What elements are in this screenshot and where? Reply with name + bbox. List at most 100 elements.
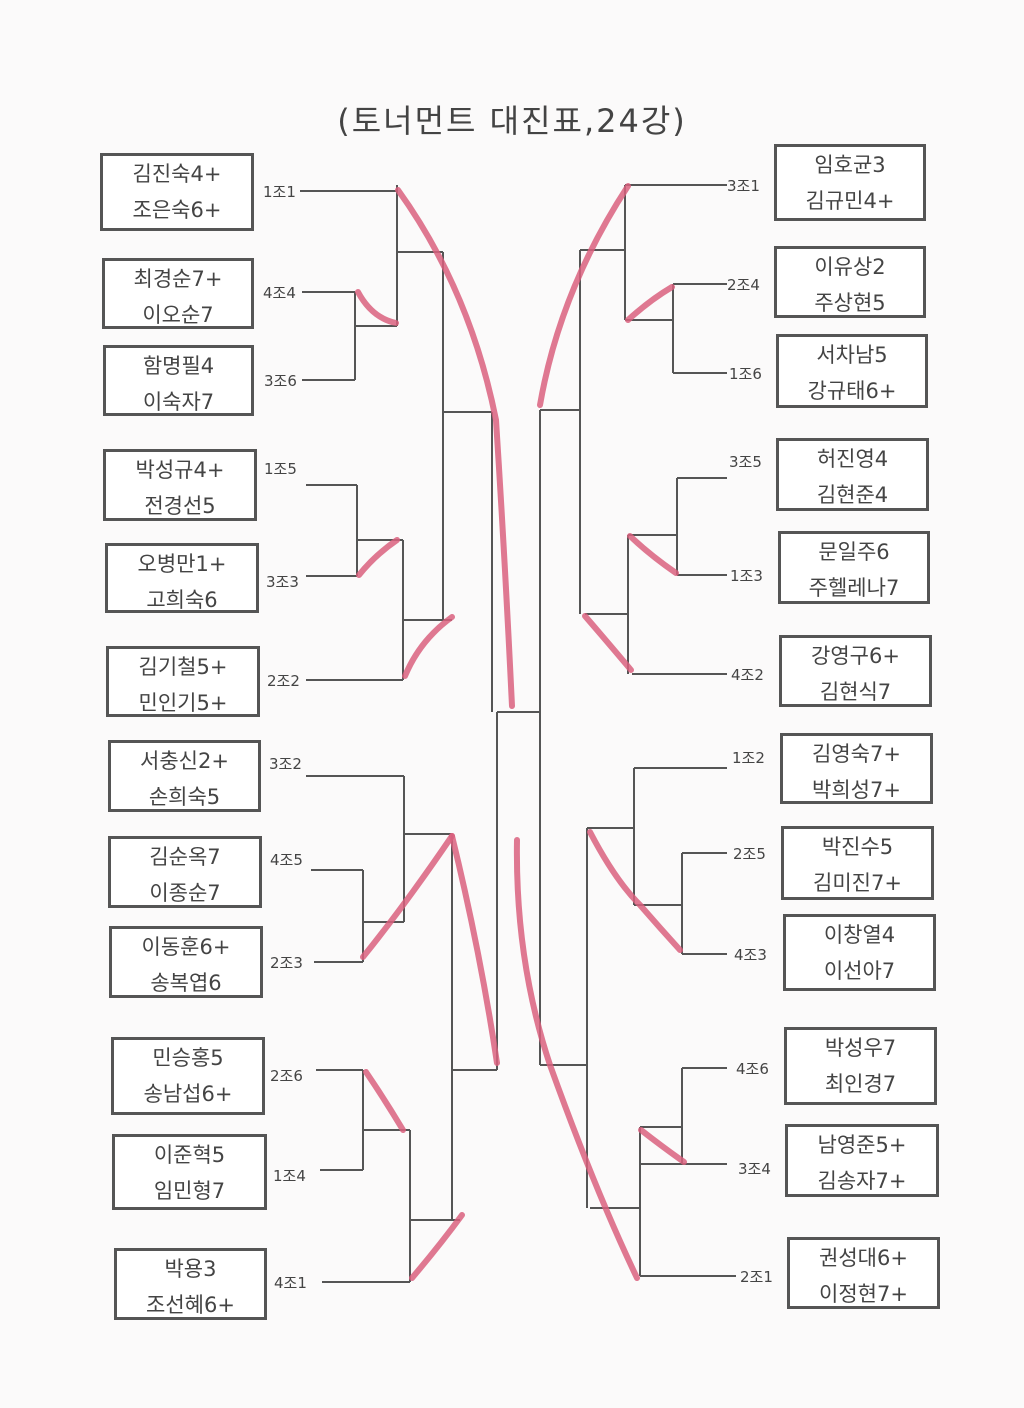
group-label: 1조6: [729, 365, 762, 383]
player-name: 임민형7: [153, 1179, 226, 1203]
group-label: 4조5: [270, 851, 303, 869]
player-name: 김규민4+: [805, 189, 895, 213]
left-entry-box: 김순옥7 이종순7: [108, 836, 262, 908]
player-name: 박성규4+: [135, 458, 225, 482]
group-label: 3조2: [269, 755, 302, 773]
player-name: 서차남5: [816, 343, 888, 367]
player-name: 김현준4: [816, 483, 889, 507]
player-name: 이유상2: [814, 255, 886, 279]
player-name: 최인경7: [824, 1072, 897, 1096]
player-name: 허진영4: [816, 447, 889, 471]
player-name: 오병만1+: [137, 552, 227, 576]
left-entry-box: 김진숙4+ 조은숙6+: [100, 153, 254, 231]
group-label: 1조5: [264, 460, 297, 478]
group-label: 3조4: [738, 1160, 771, 1178]
player-name: 김미진7+: [813, 871, 902, 895]
player-name: 남영준5+: [817, 1133, 907, 1157]
highlight-stroke: [513, 837, 640, 1281]
highlight-stroke: [627, 533, 679, 576]
group-label: 1조2: [732, 749, 765, 767]
player-name: 송남섭6+: [143, 1082, 233, 1106]
player-name: 강영구6+: [811, 644, 900, 668]
player-name: 박용3: [164, 1257, 217, 1281]
highlight-stroke: [587, 829, 683, 953]
player-name: 전경선5: [144, 494, 216, 518]
highlight-stroke: [356, 537, 400, 578]
player-name: 이종순7: [149, 881, 221, 905]
left-entry-box: 함명필4 이숙자7: [103, 345, 254, 416]
highlight-stroke: [638, 1127, 687, 1165]
highlight-stroke: [625, 284, 675, 323]
player-name: 이정현7+: [819, 1282, 908, 1306]
highlight-stroke: [409, 1212, 465, 1281]
group-label: 2조5: [733, 845, 766, 863]
group-label: 3조6: [264, 372, 297, 390]
left-entry-box: 이준혁5 임민형7: [112, 1134, 267, 1210]
player-name: 서충신2+: [140, 749, 229, 773]
player-name: 이창열4: [823, 923, 896, 947]
left-entry-box: 박용3 조선혜6+: [114, 1248, 267, 1320]
group-label: 2조1: [740, 1268, 773, 1286]
player-name: 김순옥7: [149, 845, 221, 869]
highlight-stroke: [355, 289, 399, 326]
left-entry-box: 서충신2+ 손희숙5: [108, 740, 261, 812]
highlight-stroke: [402, 614, 455, 679]
group-label: 3조5: [729, 453, 762, 471]
left-entry-box: 김기철5+ 민인기5+: [106, 646, 260, 717]
player-name: 강규태6+: [807, 379, 897, 403]
player-name: 김현식7: [819, 680, 892, 704]
right-entry-box: 강영구6+ 김현식7: [779, 635, 932, 707]
right-entry-box: 남영준5+ 김송자7+: [785, 1124, 939, 1197]
left-entry-box: 오병만1+고희숙6: [105, 543, 259, 613]
player-name: 최경순7+: [133, 267, 223, 291]
player-name: 임호균3: [814, 153, 886, 177]
player-name: 권성대6+: [819, 1246, 908, 1270]
player-name: 이숙자7: [142, 390, 215, 414]
player-name: 김기철5+: [138, 655, 228, 679]
group-label: 1조4: [273, 1167, 306, 1185]
player-name: 조선혜6+: [146, 1293, 235, 1317]
group-label: 1조1: [263, 183, 296, 201]
group-label: 4조1: [274, 1274, 307, 1292]
player-name: 손희숙5: [148, 785, 221, 809]
player-name: 송복엽6: [150, 971, 222, 995]
right-entry-box: 박진수5 김미진7+: [781, 826, 934, 900]
player-name: 박희성7+: [812, 778, 901, 802]
player-name: 박진수5: [821, 835, 894, 859]
group-label: 2조2: [267, 672, 300, 690]
left-entry-box: 최경순7+ 이오순7: [102, 258, 254, 329]
player-name: 김진숙4+: [132, 162, 222, 186]
group-label: 2조3: [270, 954, 303, 972]
player-name: 함명필4: [142, 354, 215, 378]
group-label: 1조3: [730, 567, 763, 585]
left-entry-box: 박성규4+ 전경선5: [103, 449, 257, 521]
group-label: 4조2: [731, 666, 764, 684]
highlight-stroke: [582, 613, 634, 673]
page-title: (토너먼트 대진표,24강): [337, 102, 687, 140]
player-name: 박성우7: [824, 1036, 897, 1060]
player-name: 이선아7: [823, 959, 896, 983]
right-entry-box: 이창열4 이선아7: [783, 914, 936, 991]
player-name: 민인기5+: [138, 691, 228, 715]
group-label: 3조1: [727, 177, 760, 195]
right-entry-box: 서차남5 강규태6+: [776, 334, 928, 408]
player-name: 이준혁5: [153, 1143, 226, 1167]
group-label: 2조6: [270, 1067, 303, 1085]
group-label: 4조4: [263, 284, 296, 302]
highlight-stroke: [395, 187, 515, 709]
right-entry-box: 박성우7 최인경7: [784, 1027, 937, 1105]
highlight-stroke: [537, 183, 631, 408]
player-name: 김송자7+: [817, 1169, 907, 1193]
player-name: 이동훈6+: [141, 935, 231, 959]
right-entry-box: 허진영4 김현준4: [776, 438, 929, 511]
highlight-stroke: [363, 1069, 406, 1133]
left-entry-box: 이동훈6+ 송복엽6: [109, 926, 263, 998]
player-name: 이오순7: [142, 303, 214, 327]
group-label: 2조4: [727, 276, 760, 294]
player-name: 주헬레나7: [808, 576, 900, 600]
player-name: 김영숙7+: [812, 742, 901, 766]
player-name: 조은숙6+: [132, 198, 222, 222]
